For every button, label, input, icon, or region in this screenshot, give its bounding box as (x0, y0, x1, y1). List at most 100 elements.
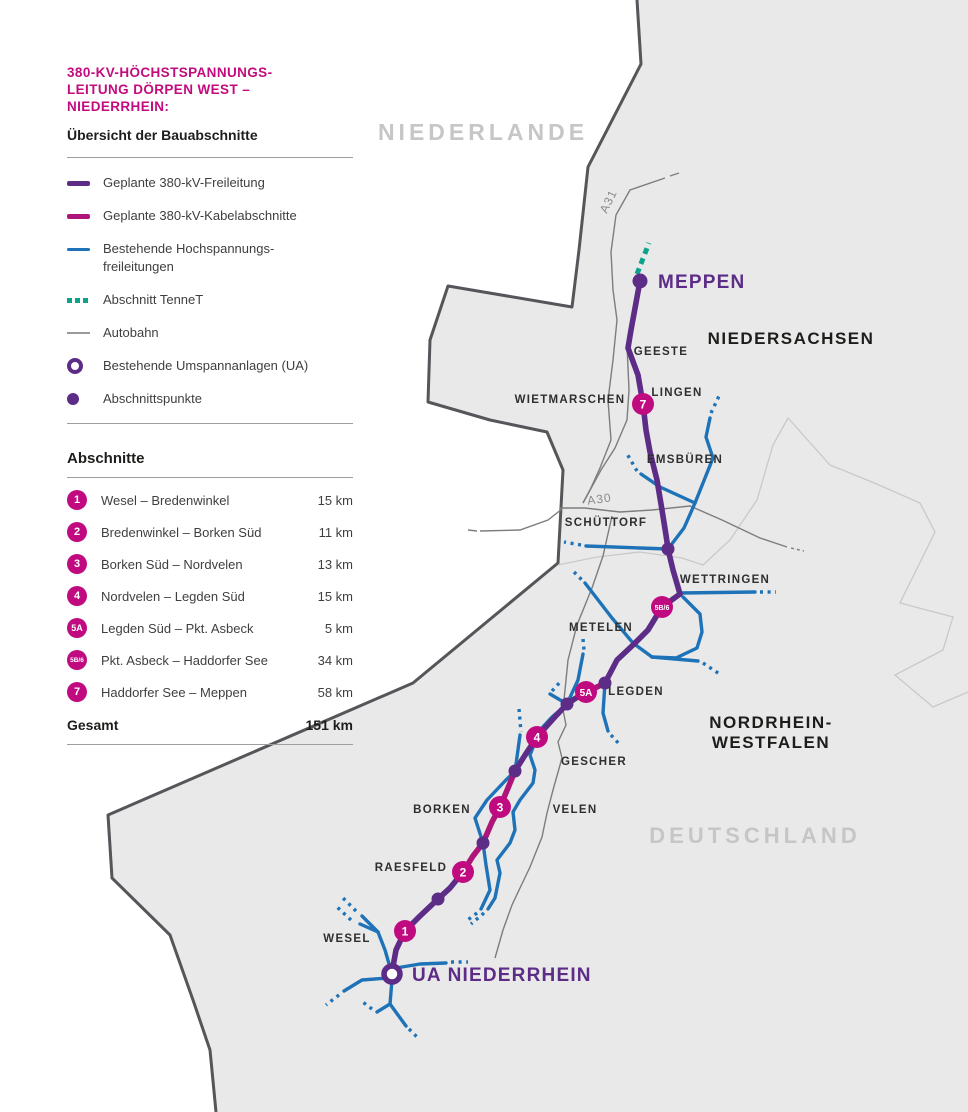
station-label-meppen: MEPPEN (658, 272, 745, 293)
legend-item-tennet: Abschnitt TenneT (67, 291, 353, 309)
country-label-deutschland: DEUTSCHLAND (649, 823, 860, 848)
state-border (557, 416, 968, 708)
legend-panel: 380-KV-HÖCHSTSPANNUNGS- LEITUNG DÖRPEN W… (67, 64, 353, 745)
map-badge-7: 7 (632, 393, 654, 415)
legend-label: Geplante 380-kV-Kabelabschnitte (103, 208, 297, 223)
section-point-meppen (632, 273, 648, 289)
section-label: Legden Süd – Pkt. Asbeck (101, 620, 254, 636)
section-label: Haddorfer See – Meppen (101, 684, 247, 700)
map-badges: 7 5B/6 5A 4 3 2 (394, 393, 673, 942)
region-label-niedersachsen: NIEDERSACHSEN (708, 329, 875, 348)
map-badge-4: 4 (526, 726, 548, 748)
map-badge-1: 1 (394, 920, 416, 942)
page-title: 380-KV-HÖCHSTSPANNUNGS- LEITUNG DÖRPEN W… (67, 65, 273, 114)
map-badge-5a: 5A (575, 681, 597, 703)
legend-item-autobahn: Autobahn (67, 324, 353, 342)
legend-item-overhead-line: Geplante 380-kV-Freileitung (67, 174, 353, 192)
place-label-wesel: WESEL (323, 933, 370, 945)
total-label: Gesamt (67, 717, 119, 733)
section-badge: 5B/6 (67, 650, 87, 670)
section-point-bredenwinkel (431, 892, 445, 906)
legend-item-cable-section: Geplante 380-kV-Kabelabschnitte (67, 207, 353, 225)
country-label-niederlande: NIEDERLANDE (378, 119, 588, 145)
place-label-wietmarschen: WIETMARSCHEN (515, 394, 626, 406)
section-badge: 3 (67, 554, 87, 574)
planned-cable-section-icon (67, 207, 103, 225)
section-label: Bredenwinkel – Borken Süd (101, 524, 262, 540)
country-border (106, 0, 643, 1112)
place-label-metelen: METELEN (569, 622, 633, 634)
legend-label: Geplante 380-kV-Freileitung (103, 175, 265, 190)
table-row-7: 7 Haddorfer See – Meppen 58 km (67, 676, 353, 708)
place-label-wettringen: WETTRINGEN (680, 574, 770, 586)
legend-item-section-points: Abschnittspunkte (67, 390, 353, 408)
section-point-nordvelen (508, 764, 522, 778)
place-label-lingen: LINGEN (651, 387, 702, 399)
autobahn-icon (67, 324, 103, 342)
map-badge-2: 2 (452, 861, 474, 883)
svg-text:5A: 5A (580, 688, 593, 699)
road-a30 (560, 505, 788, 548)
tennet-section-line (634, 242, 652, 275)
planned-overhead-line-icon (67, 174, 103, 192)
legend-label: Abschnittspunkte (103, 391, 203, 406)
section-points (431, 273, 675, 906)
legend-list: Geplante 380-kV-Freileitung Geplante 380… (67, 174, 353, 408)
table-row-2: 2 Bredenwinkel – Borken Süd 11 km (67, 516, 353, 548)
existing-hv-network-dotted (324, 395, 776, 1041)
section-point-legden-sued (560, 697, 574, 711)
legend-label: Abschnitt TenneT (103, 292, 204, 307)
region-label-westfalen: WESTFALEN (712, 733, 830, 752)
svg-text:4: 4 (534, 731, 541, 745)
substation-ring-icon (67, 357, 103, 375)
table-row-3: 3 Borken Süd – Nordvelen 13 km (67, 548, 353, 580)
place-label-legden: LEGDEN (608, 686, 664, 698)
svg-text:5B/6: 5B/6 (655, 605, 670, 612)
sections-table: 1 Wesel – Bredenwinkel 15 km 2 Bredenwin… (67, 484, 353, 742)
place-label-geeste: GEESTE (634, 346, 688, 358)
sections-heading: Abschnitte (67, 450, 145, 467)
existing-hv-line-icon (67, 240, 103, 258)
section-point-icon (67, 390, 103, 408)
section-km: 15 km (317, 588, 353, 604)
section-km: 13 km (317, 556, 353, 572)
divider (67, 423, 353, 424)
svg-text:3: 3 (497, 801, 504, 815)
table-row-5a: 5A Legden Süd – Pkt. Asbeck 5 km (67, 612, 353, 644)
legend-label: Autobahn (103, 325, 159, 340)
map-badge-3: 3 (489, 796, 511, 818)
region-label-nordrhein: NORDRHEIN- (709, 713, 833, 732)
svg-text:7: 7 (640, 398, 647, 412)
place-label-borken: BORKEN (413, 804, 471, 816)
section-point-asbeck (598, 676, 612, 690)
route-overhead-south (389, 869, 466, 975)
divider (67, 744, 353, 745)
section-badge: 4 (67, 586, 87, 606)
section-label: Wesel – Bredenwinkel (101, 492, 230, 508)
tennet-section-icon (67, 291, 103, 309)
legend-label: Bestehende Hochspannungs- freileitungen (103, 241, 275, 274)
existing-hv-network (342, 416, 757, 1028)
road-a31 (582, 177, 666, 504)
page-subtitle: Übersicht der Bauabschnitte (67, 127, 258, 143)
section-km: 58 km (317, 684, 353, 700)
road-south (494, 515, 613, 959)
table-row-4: 4 Nordvelen – Legden Süd 15 km (67, 580, 353, 612)
place-label-velen: VELEN (553, 804, 598, 816)
road-a30-west (479, 508, 563, 532)
section-label: Borken Süd – Nordvelen (101, 556, 243, 572)
section-point-haddorfer-see (661, 542, 675, 556)
divider (67, 477, 353, 478)
divider (67, 157, 353, 158)
legend-item-substation: Bestehende Umspannanlagen (UA) (67, 357, 353, 375)
germany-landmass (108, 0, 968, 1112)
map-badge-5b6: 5B/6 (651, 596, 673, 618)
section-km: 34 km (317, 652, 353, 668)
road-label-a30: A30 (586, 490, 612, 507)
route-overhead-north (602, 278, 683, 686)
section-point-borken-sued (476, 836, 490, 850)
total-km: 151 km (305, 717, 353, 733)
section-label: Nordvelen – Legden Süd (101, 588, 245, 604)
